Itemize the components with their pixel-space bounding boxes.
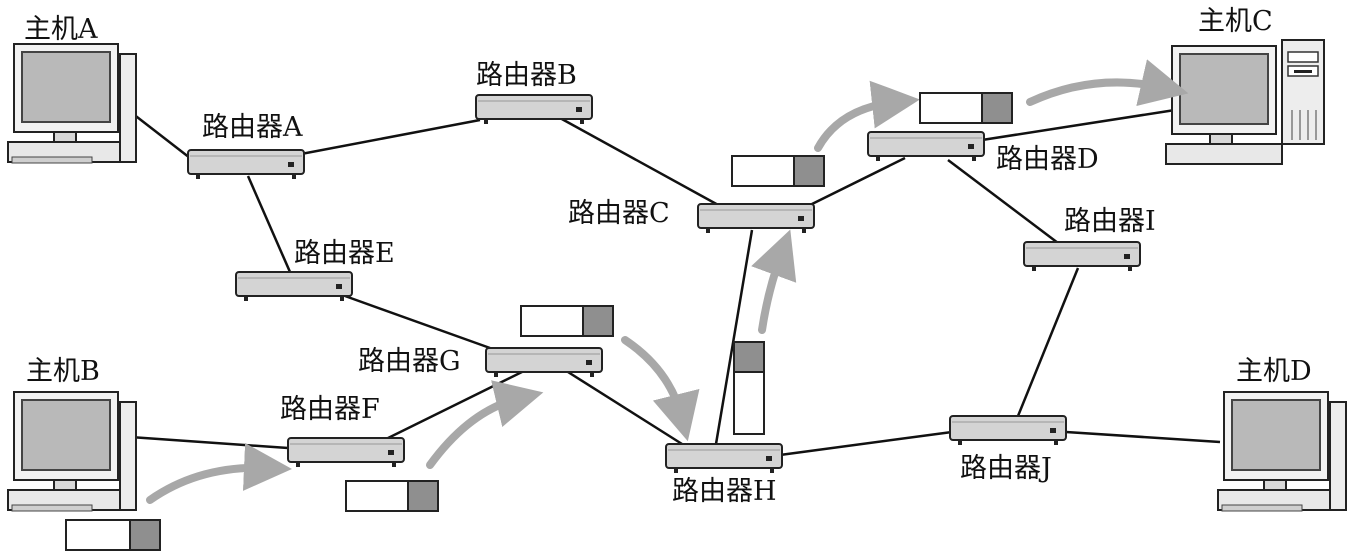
router-j-label: 路由器J bbox=[960, 453, 1052, 484]
packet-route-arrows bbox=[146, 59, 1189, 504]
router-g-icon bbox=[485, 347, 603, 378]
link-router-a-router-e bbox=[246, 175, 292, 273]
route-arrow-router-f-router-g bbox=[426, 380, 544, 469]
router-f-label: 路由器F bbox=[280, 394, 380, 425]
packet bbox=[520, 305, 614, 337]
route-arrow-router-g-router-h bbox=[621, 336, 700, 442]
router-a-icon bbox=[187, 149, 305, 180]
router-e-icon bbox=[235, 271, 353, 302]
host-c-label: 主机C bbox=[1198, 6, 1273, 37]
link-router-d-router-i bbox=[947, 159, 1059, 244]
links bbox=[127, 108, 1221, 457]
router-b-icon bbox=[475, 94, 593, 125]
link-router-c-router-h bbox=[714, 229, 754, 445]
link-router-j-host-d bbox=[1065, 430, 1221, 444]
packet bbox=[731, 155, 825, 187]
packet bbox=[919, 92, 1013, 124]
link-router-c-router-d bbox=[809, 156, 906, 207]
host-d-label: 主机D bbox=[1236, 356, 1312, 387]
router-h-icon bbox=[665, 443, 783, 474]
host-b-label: 主机B bbox=[26, 356, 100, 387]
host-a-computer-icon bbox=[7, 43, 137, 164]
route-arrow-router-d-host-c bbox=[1026, 59, 1189, 107]
router-d-icon bbox=[867, 131, 985, 162]
router-e-label: 路由器E bbox=[294, 238, 395, 269]
host-a-label: 主机A bbox=[24, 14, 98, 45]
packet bbox=[345, 480, 439, 512]
router-c-icon bbox=[697, 203, 815, 234]
link-host-b-router-f bbox=[129, 435, 289, 450]
link-router-i-router-j bbox=[1016, 267, 1080, 417]
route-arrow-router-c-router-d bbox=[814, 80, 920, 152]
router-j-icon bbox=[949, 415, 1067, 446]
link-host-a-router-a bbox=[127, 109, 191, 159]
packet bbox=[65, 519, 161, 551]
router-a-label: 路由器A bbox=[202, 112, 303, 143]
link-router-e-router-g bbox=[344, 294, 491, 350]
link-router-a-router-b bbox=[279, 118, 481, 160]
router-b-label: 路由器B bbox=[476, 60, 577, 91]
router-f-icon bbox=[287, 437, 405, 468]
router-d-label: 路由器D bbox=[996, 144, 1099, 175]
host-b-computer-icon bbox=[7, 391, 137, 512]
link-router-h-router-j bbox=[779, 430, 953, 457]
route-arrow-host-b-router-f bbox=[146, 442, 292, 504]
router-i-icon bbox=[1023, 241, 1141, 272]
packet bbox=[733, 341, 765, 435]
route-arrow-router-h-router-c bbox=[751, 229, 797, 334]
router-c-label: 路由器C bbox=[568, 198, 670, 229]
host-d-computer-icon bbox=[1217, 391, 1347, 512]
link-router-b-router-c bbox=[559, 116, 721, 208]
router-i-label: 路由器I bbox=[1064, 206, 1156, 237]
router-h-label: 路由器H bbox=[672, 476, 777, 507]
link-router-d-host-c bbox=[981, 108, 1176, 142]
router-g-label: 路由器G bbox=[358, 346, 461, 377]
host-c-computer-icon bbox=[1165, 39, 1325, 165]
